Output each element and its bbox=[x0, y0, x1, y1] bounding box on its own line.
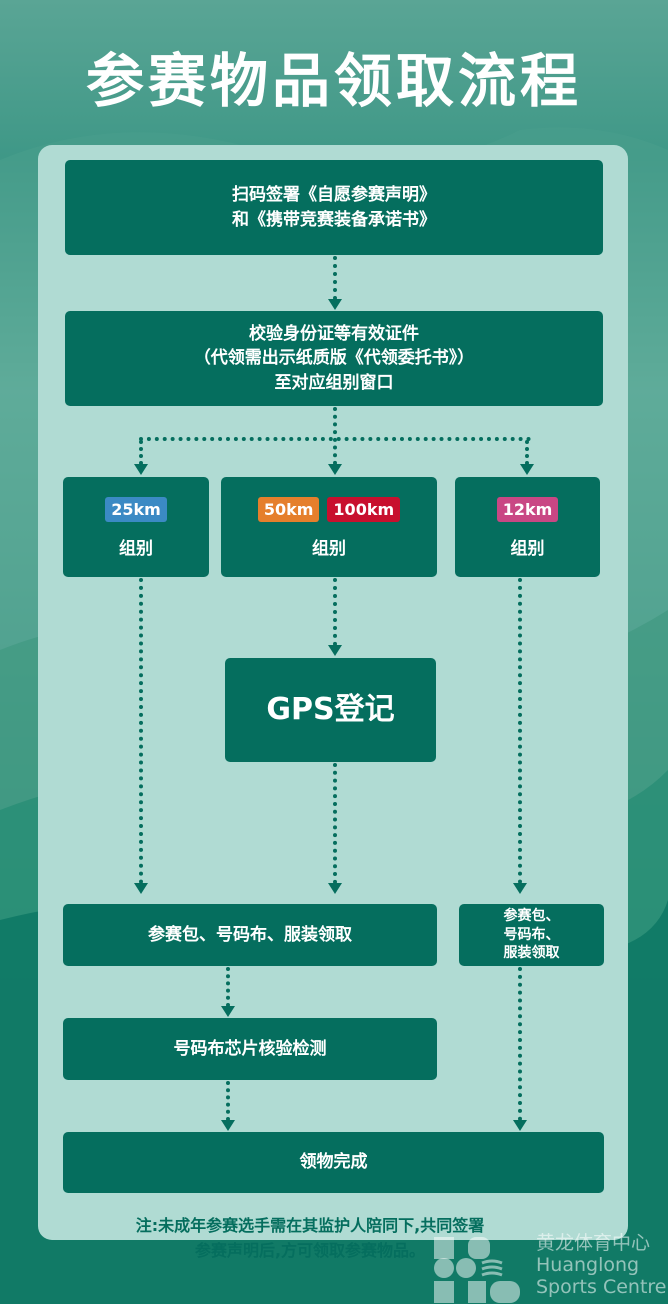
arrow-down-icon bbox=[513, 883, 527, 894]
connector bbox=[518, 578, 522, 884]
step-text: 校验身份证等有效证件 bbox=[249, 323, 419, 344]
connector bbox=[226, 967, 230, 1007]
logo-en: Sports Centre bbox=[536, 1276, 667, 1298]
connector bbox=[333, 256, 337, 300]
group-25km: 25km 组别 bbox=[63, 477, 209, 577]
distance-badge-50km: 50km bbox=[257, 497, 320, 523]
connector bbox=[139, 440, 143, 465]
step-verify-id: 校验身份证等有效证件 （代领需出示纸质版《代领委托书》） 至对应组别窗口 bbox=[65, 311, 603, 406]
arrow-down-icon bbox=[513, 1120, 527, 1131]
step-text: （代领需出示纸质版《代领委托书》） bbox=[193, 348, 475, 369]
distance-badge-100km: 100km bbox=[327, 497, 401, 523]
group-label: 组别 bbox=[312, 538, 346, 559]
arrow-down-icon bbox=[328, 883, 342, 894]
logo-cn: 黄龙体育中心 bbox=[536, 1232, 651, 1254]
group-50-100km: 50km 100km 组别 bbox=[221, 477, 437, 577]
arrow-down-icon bbox=[134, 883, 148, 894]
distance-badge-12km: 12km bbox=[496, 497, 559, 523]
arrow-down-icon bbox=[134, 464, 148, 475]
step-text: 和《携带竞赛装备承诺书》 bbox=[232, 209, 436, 230]
step-text: 扫码签署《自愿参赛声明》 bbox=[232, 184, 436, 205]
step-collect-kit-12km: 参赛包、 号码布、 服装领取 bbox=[459, 904, 604, 966]
arrow-down-icon bbox=[221, 1120, 235, 1131]
step-done: 领物完成 bbox=[63, 1132, 604, 1193]
note-line: 注:未成年参赛选手需在其监护人陪同下,共同签署 bbox=[135, 1216, 485, 1235]
logo-en: Huanglong bbox=[536, 1254, 640, 1276]
note: 注:未成年参赛选手需在其监护人陪同下,共同签署 参赛声明后,方可领取参赛物品。 bbox=[30, 1214, 590, 1264]
step-scan-sign: 扫码签署《自愿参赛声明》 和《携带竞赛装备承诺书》 bbox=[65, 160, 603, 255]
group-label: 组别 bbox=[119, 538, 153, 559]
connector bbox=[139, 437, 531, 441]
huanglong-logo bbox=[434, 1237, 520, 1303]
group-label: 组别 bbox=[510, 538, 545, 559]
step-gps-register: GPS登记 bbox=[225, 658, 436, 762]
arrow-down-icon bbox=[328, 645, 342, 656]
arrow-down-icon bbox=[221, 1006, 235, 1017]
note-line: 参赛声明后,方可领取参赛物品。 bbox=[194, 1240, 426, 1260]
step-collect-kit: 参赛包、号码布、服装领取 bbox=[63, 904, 437, 966]
connector bbox=[333, 578, 337, 646]
step-text: 服装领取 bbox=[503, 945, 560, 962]
step-text: 参赛包、 bbox=[503, 907, 560, 924]
group-12km: 12km 组别 bbox=[455, 477, 600, 577]
distance-badge-25km: 25km bbox=[105, 497, 167, 523]
arrow-down-icon bbox=[328, 464, 342, 475]
step-chip-check: 号码布芯片核验检测 bbox=[63, 1018, 437, 1080]
connector bbox=[226, 1081, 230, 1121]
logo-text: 黄龙体育中心 Huanglong Sports Centre bbox=[536, 1232, 666, 1298]
connector bbox=[333, 763, 337, 884]
arrow-down-icon bbox=[328, 299, 342, 310]
arrow-down-icon bbox=[520, 464, 534, 475]
connector bbox=[139, 578, 143, 884]
step-text: 至对应组别窗口 bbox=[274, 372, 394, 393]
connector bbox=[333, 407, 337, 465]
connector bbox=[518, 967, 522, 1121]
connector bbox=[525, 440, 529, 465]
page-title: 参赛物品领取流程 bbox=[85, 47, 582, 115]
step-text: 号码布、 bbox=[503, 926, 560, 943]
